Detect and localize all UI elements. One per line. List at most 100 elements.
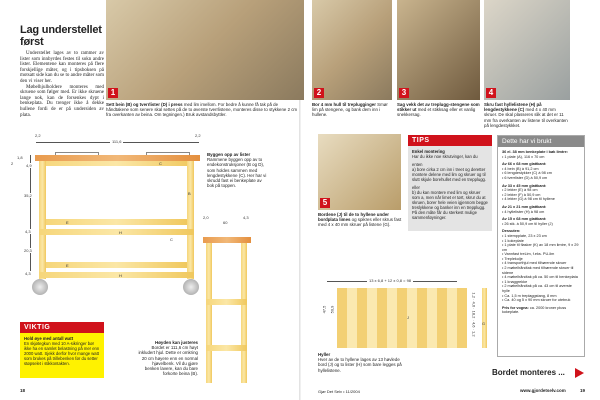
caption-text: Smør lim på stengene, og bank dem inn i … (312, 102, 388, 118)
materials-item: • 2 møbelhåndtak med tilhørende skruer t… (502, 266, 574, 275)
materials-group-heading: Av 21 x 21 mm glattkant: (502, 204, 547, 209)
shelf-slat (337, 288, 347, 348)
handle (146, 152, 190, 155)
caption-bold: Sett bein (B) og tverrlister (D) i press (106, 102, 183, 107)
materials-item: • 4 transporthjul med tilhørende skruer (502, 261, 567, 266)
shelf-slat (387, 288, 397, 348)
shelf-formula: 13 x 6,8 + 12 x 0,8 = 98 (367, 278, 414, 283)
bench-top (35, 155, 200, 161)
tips-title: TIPS (408, 135, 492, 146)
materials-item: • 1 stempplate, 23 x 23 cm (502, 233, 547, 238)
materials-group-heading: Dessuten: (502, 229, 521, 234)
materials-group-heading: Av 33 x 45 mm glattkant: (502, 183, 547, 188)
dim-label: 47,5 (321, 305, 327, 314)
dim-label: 4,3 (243, 215, 249, 220)
materials-item: • 6 lengdestykker (C) à 98 cm (502, 171, 552, 176)
caption-bold: Skru fast hyllelistene (H) på lengdestyk… (484, 102, 542, 113)
shelf-slat (457, 288, 467, 348)
page-number-right: 19 (580, 388, 586, 393)
step-1-caption: Sett bein (B) og tverrlister (D) i press… (106, 102, 301, 118)
step-4-caption: Skru fast hyllelistene (H) på lengdestyk… (484, 102, 570, 128)
viktig-title: VIKTIG (20, 322, 104, 333)
caption-text: med lim imellom. For bedre å kunne få ta… (106, 102, 298, 118)
step-4-photo: 4 (484, 0, 570, 100)
shelf-body: Hver av de to hyllene lages av 13 høvled… (318, 357, 402, 373)
shelf-slat (417, 288, 427, 348)
build-title: Byggen opp av lister (207, 152, 251, 157)
shelf-slat (447, 288, 457, 348)
shelf-slat (437, 288, 447, 348)
side-dims: 1,2 · 4,6 · 18,2 · 4,6 · 1,2 (471, 292, 477, 337)
part-label: E (66, 220, 69, 225)
price-text: ca. 2000 kroner pluss kokeplate. (502, 305, 567, 315)
dim-label: 4,3 (25, 229, 31, 234)
intro-paragraph: Møbelhjulholdere monteres med skruene so… (20, 84, 104, 118)
materials-group: Dessuten:• 1 stempplate, 23 x 23 cm• 1 k… (502, 229, 580, 303)
shelf-slats (337, 288, 467, 348)
dim-label: 111,6 (110, 139, 124, 144)
handle (55, 152, 99, 155)
materials-item: • 2 lekter (F) à 50,9 cm (502, 192, 541, 197)
arrow-right-icon (575, 368, 584, 378)
dim-label: 4,3 (25, 271, 31, 276)
shelf-slat (367, 288, 377, 348)
shelf-slat (407, 288, 417, 348)
tips-heading: Enkel montering (412, 149, 445, 154)
dim-label: 2 (11, 161, 14, 166)
price-label: Pris for vogna: (502, 305, 529, 310)
step-5-photo: 5 (318, 134, 401, 210)
shelf-slat (397, 288, 407, 348)
materials-item: • 4 hyllelister (H) à 98 cm (502, 209, 545, 214)
step-1-photo: 1 (106, 0, 304, 100)
materials-title: Dette har vi brukt (498, 136, 584, 147)
intro-text: Understellet lages av to rammer av liste… (20, 51, 104, 118)
materials-group-heading: Av 66 x 68 mm glattkant: (502, 162, 547, 167)
step-number: 2 (314, 88, 324, 98)
caption-text: med 4 x 40 mm skruer. De skal plasseres … (484, 107, 568, 128)
tips-sub: Har du ikke noe skrutvinger, kan du (412, 154, 478, 159)
materials-group: Av 33 x 45 mm glattkant:• 2 lekter (E) à… (502, 184, 580, 202)
part-h: H (39, 272, 194, 278)
caption-text: og spikres eller skrus fast med 4 x 40 m… (318, 217, 402, 228)
viktig-heading: Hold øye med antall watt (24, 336, 74, 341)
materials-item: • 4 møbelhåndtak på ca. 50 cm til benkep… (502, 275, 578, 280)
materials-group-heading: 36 el. 38 mm benkeplate i bøk limtre: (502, 150, 569, 154)
materials-item: • 4 bein (B) à 91,2 cm (502, 166, 539, 171)
part-label: H (119, 230, 122, 235)
dim-label: 1,8 (17, 155, 23, 160)
tips-box: TIPS Enkel montering Har du ikke noe skr… (408, 135, 492, 231)
part-c: C (39, 161, 194, 166)
step-number: 4 (486, 88, 496, 98)
dim-label: 2,2 (195, 133, 201, 138)
side-strip: G (482, 288, 487, 348)
step-2-photo: 2 (312, 0, 392, 100)
dim-label: 4,9 (26, 163, 32, 168)
materials-item: • 1 plate til flasker (K) av 18 mm limtr… (502, 243, 579, 252)
page-gutter (299, 0, 301, 400)
intro-paragraph: Understellet lages av to rammer av liste… (20, 51, 104, 84)
part-h: H (39, 229, 194, 235)
viktig-body: En skjøtegkun med 10 A-sikringer bør ikk… (24, 341, 100, 366)
part-e: E (46, 219, 187, 225)
shelf-slat (357, 288, 367, 348)
materials-item: • Ca. 1,5 m treplaggstang, 8 mm (502, 293, 557, 298)
materials-item: • Vannfast treLim, f.eks. PU-lim (502, 252, 555, 257)
part-label: J (407, 315, 409, 320)
materials-item: • 1 plate (A), 116 x 70 cm (502, 154, 545, 159)
continue-label: Bordet monteres ... (492, 368, 565, 377)
height-title: Høyden kan justeres (155, 340, 198, 345)
rail (206, 299, 247, 305)
materials-group: 36 el. 38 mm benkeplate i bøk limtre:• 1… (502, 150, 580, 159)
magazine-footer: Gjør Det Selv • 11/2004 (318, 389, 360, 394)
materials-item: • 1 kokeplate (502, 238, 524, 243)
step-3-photo: 3 (397, 0, 480, 100)
shelf-slat (347, 288, 357, 348)
front-diagram: 2,2 111,6 2,2 C B E H C E H 1,8 2 4,9 35… (11, 133, 205, 295)
materials-item: • 1 knaggrekke (502, 279, 528, 284)
step-3-caption: Sag vekk det av treplugg-stengene som st… (397, 102, 480, 118)
part-label: G (482, 321, 486, 326)
materials-item: • 2 lekter (E) à 98 cm (502, 188, 538, 193)
leg (241, 243, 247, 383)
